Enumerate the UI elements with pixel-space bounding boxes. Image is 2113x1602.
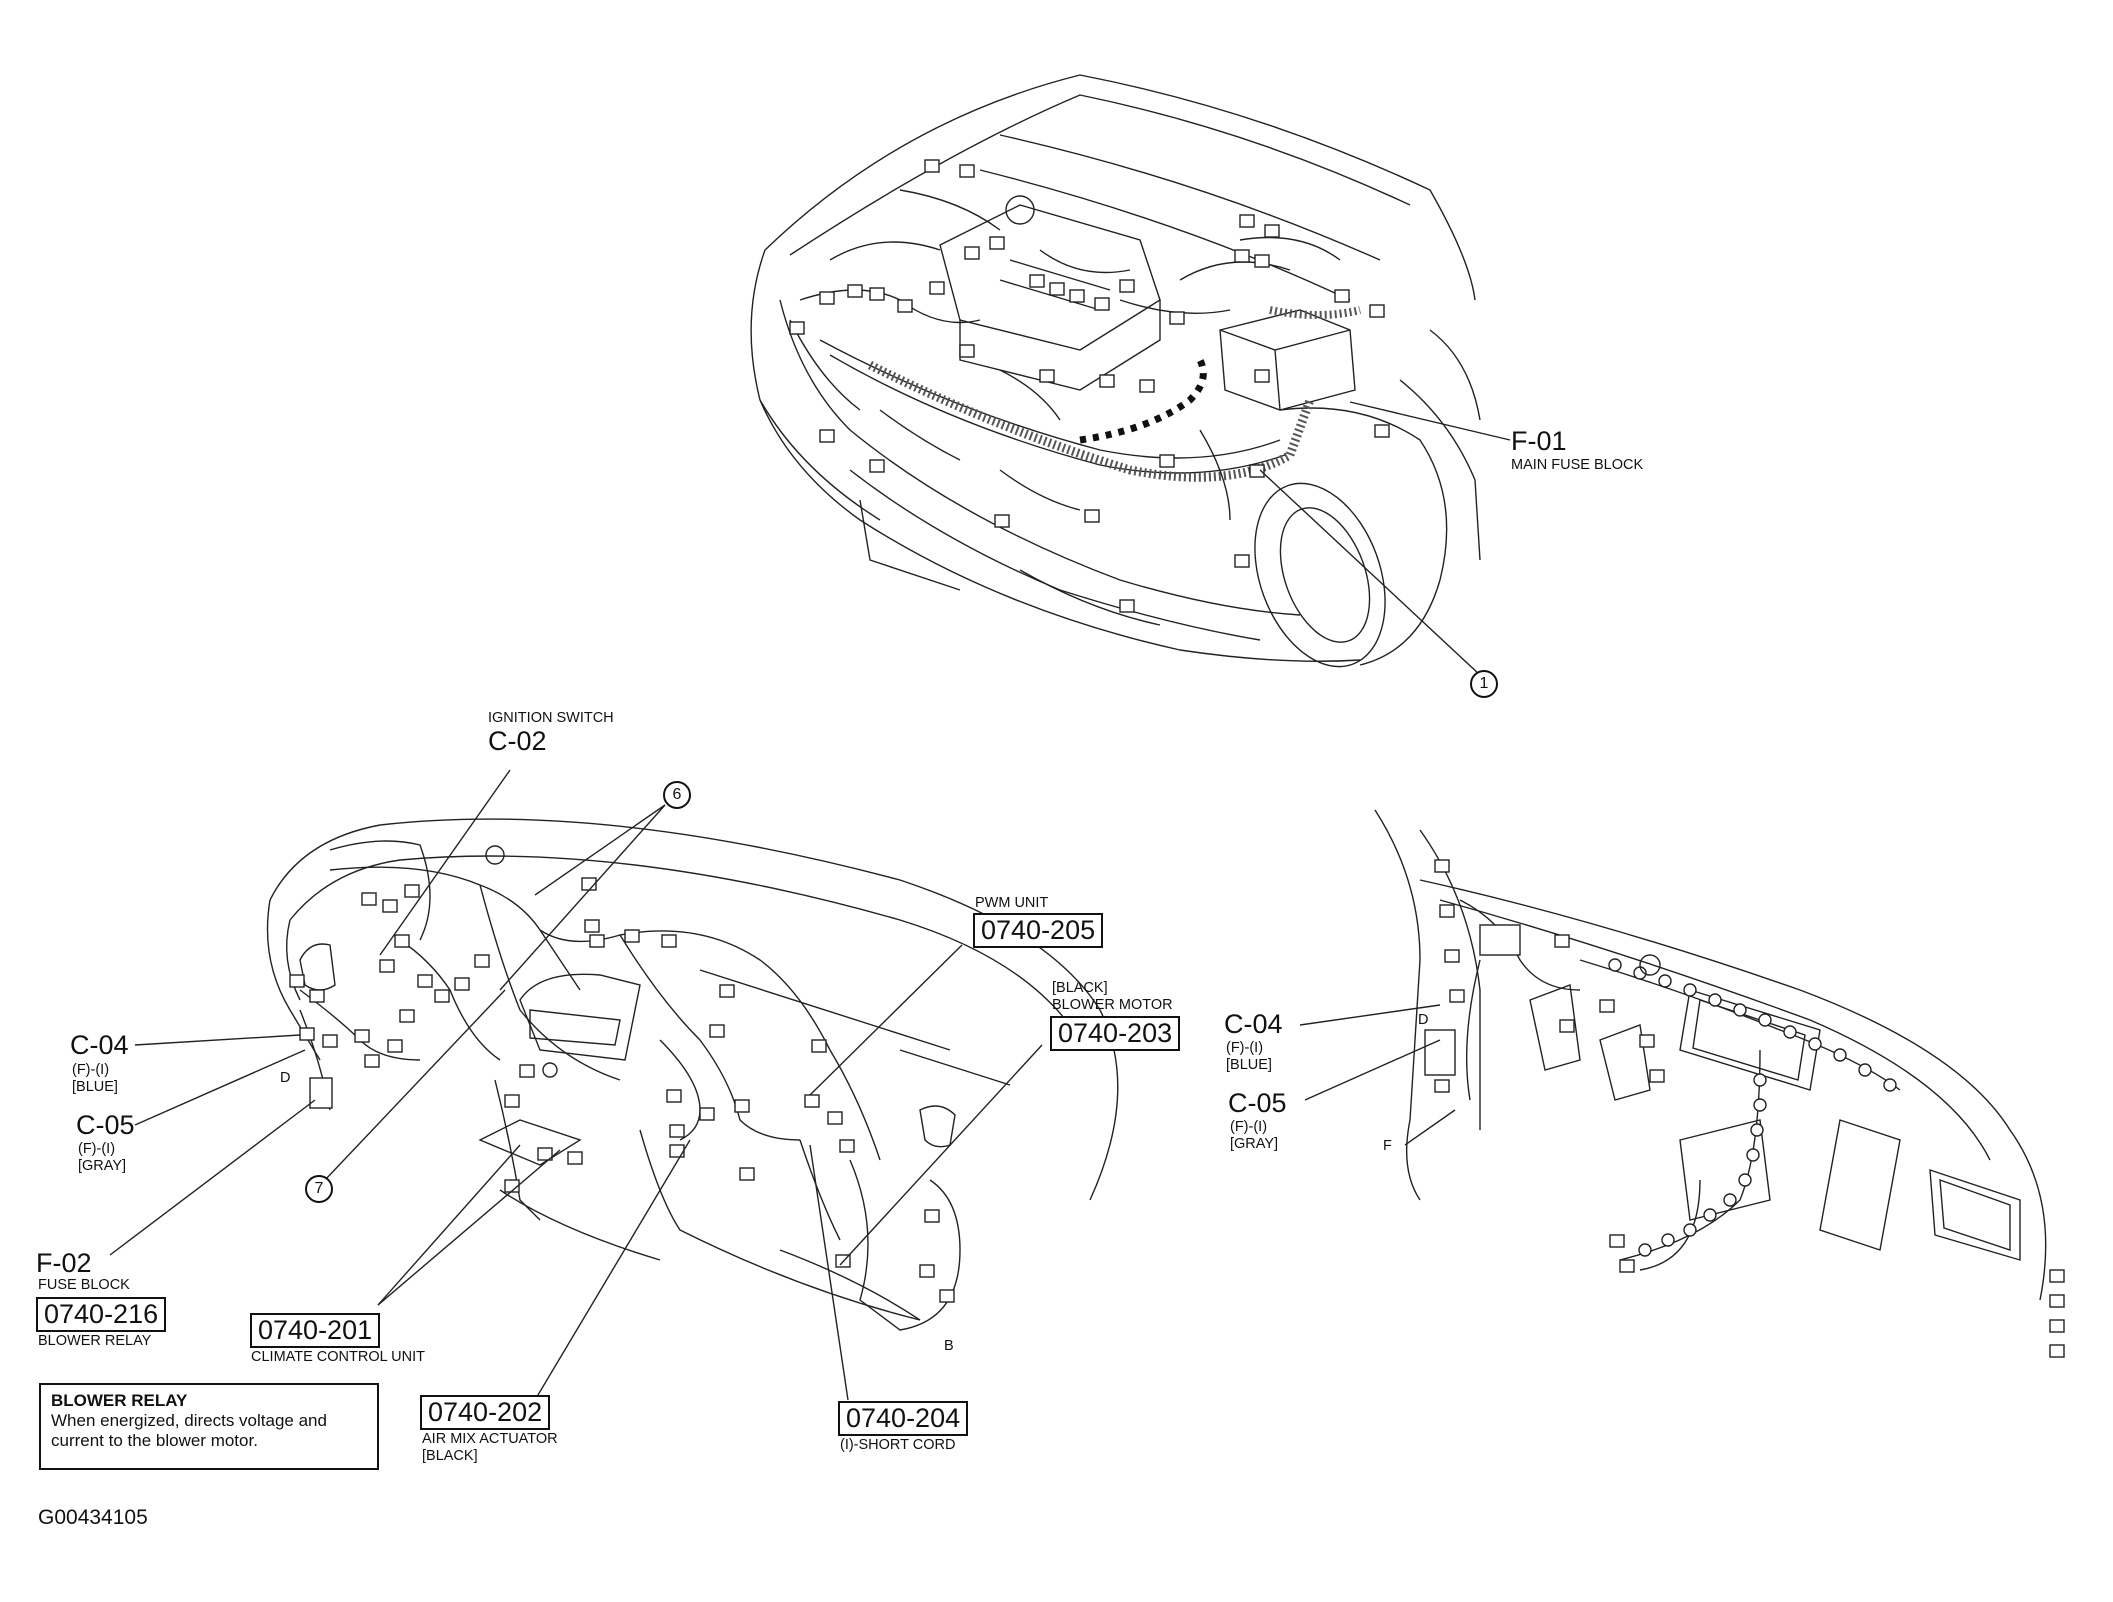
f01-code: F-01: [1511, 426, 1567, 456]
dashboard-right-drawing: [1299, 809, 2065, 1358]
left-c05-code: C-05: [76, 1110, 135, 1140]
right-letter-d: D: [1418, 1012, 1429, 1028]
short-cord-desc: (I)-SHORT CORD: [840, 1437, 956, 1453]
pwm-unit-code: 0740-205: [973, 913, 1104, 948]
left-letter-d: D: [280, 1070, 291, 1086]
left-c05-color: [GRAY]: [78, 1158, 127, 1174]
engine-bay-drawing: [750, 74, 1511, 676]
blower-relay-desc: BLOWER RELAY: [38, 1333, 152, 1349]
blower-relay-code: 0740-216: [36, 1297, 167, 1332]
blower-relay-note: BLOWER RELAY When energized, directs vol…: [39, 1383, 379, 1470]
left-letter-b: B: [944, 1338, 954, 1354]
climate-control-code: 0740-201: [250, 1313, 381, 1348]
f02-code: F-02: [36, 1248, 92, 1278]
left-c04-color: [BLUE]: [72, 1079, 118, 1095]
right-c05-sub: (F)-(I): [1230, 1119, 1268, 1135]
dashboard-left-drawing: [109, 769, 1119, 1401]
ignition-switch-code: C-02: [488, 726, 547, 756]
blower-motor-desc: BLOWER MOTOR: [1052, 997, 1173, 1013]
left-c05-sub: (F)-(I): [78, 1141, 116, 1157]
f01-desc: MAIN FUSE BLOCK: [1511, 457, 1644, 473]
left-c04-code: C-04: [70, 1030, 129, 1060]
callout-7: 7: [305, 1175, 333, 1203]
note-title: BLOWER RELAY: [51, 1391, 188, 1410]
left-c04-sub: (F)-(I): [72, 1062, 110, 1078]
f02-desc: FUSE BLOCK: [38, 1277, 130, 1293]
blower-motor-code: 0740-203: [1050, 1016, 1181, 1051]
blower-motor-color: [BLACK]: [1052, 980, 1108, 996]
climate-control-desc: CLIMATE CONTROL UNIT: [251, 1349, 426, 1365]
short-cord-code: 0740-204: [838, 1401, 969, 1436]
air-mix-desc: AIR MIX ACTUATOR: [422, 1431, 558, 1447]
callout-6: 6: [663, 781, 691, 809]
callout-1: 1: [1470, 670, 1498, 698]
figure-id: G00434105: [38, 1506, 148, 1529]
right-c05-code: C-05: [1228, 1088, 1287, 1118]
note-body: When energized, directs voltage and curr…: [51, 1411, 327, 1450]
right-letter-f: F: [1383, 1138, 1392, 1154]
air-mix-color: [BLACK]: [422, 1448, 478, 1464]
right-c04-color: [BLUE]: [1226, 1057, 1272, 1073]
right-c04-sub: (F)-(I): [1226, 1040, 1264, 1056]
pwm-unit-desc: PWM UNIT: [975, 895, 1049, 911]
air-mix-code: 0740-202: [420, 1395, 551, 1430]
right-c04-code: C-04: [1224, 1009, 1283, 1039]
right-c05-color: [GRAY]: [1230, 1136, 1279, 1152]
ignition-switch-desc: IGNITION SWITCH: [488, 710, 614, 726]
